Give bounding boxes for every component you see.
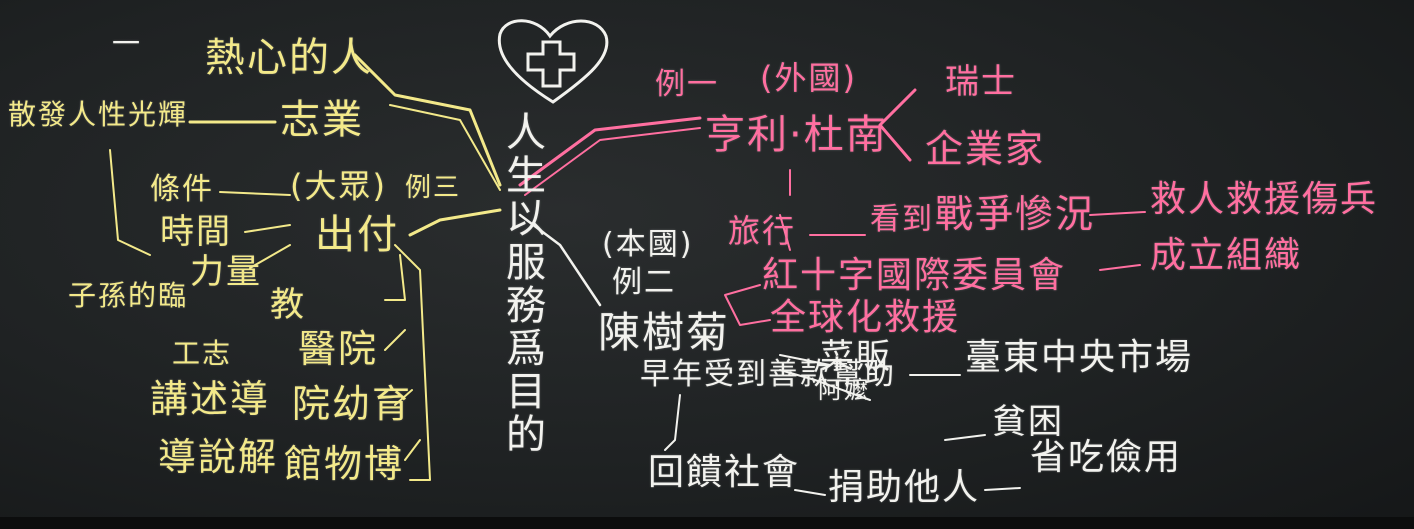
spread-label: 散發人性光輝 <box>8 98 189 131</box>
connector <box>109 149 151 256</box>
connector <box>809 211 1146 271</box>
everyone-label: (大眾) <box>290 167 387 205</box>
condition-item: 時間 <box>160 212 232 252</box>
condition-item: 條件 <box>150 172 214 207</box>
connector <box>408 208 502 237</box>
found-label: 成立組織 <box>1150 235 1303 276</box>
connector <box>664 394 681 451</box>
taiwan-label: (本國) <box>602 227 694 262</box>
teach-label: 教 <box>270 285 306 325</box>
heart-with-cross-icon <box>497 19 609 104</box>
give-label: 出付 <box>315 212 399 258</box>
center-topic: 人生以服務爲目的 <box>506 110 548 459</box>
hospital-label: 醫院 <box>298 327 379 371</box>
swiss-label: 瑞士 <box>945 62 1017 102</box>
poor-label: 貧困 <box>992 402 1064 442</box>
orphanage-label: 院幼育 <box>292 382 413 426</box>
example3-label: 例三 <box>405 173 462 203</box>
example1-label: 例一 <box>655 67 719 102</box>
connector <box>384 254 421 461</box>
connector <box>794 487 1021 496</box>
give-back-label: 回饋社會 <box>648 452 801 493</box>
condition-item: 力量 <box>190 252 262 292</box>
connector <box>394 244 431 481</box>
chalk-ledge <box>0 517 1414 529</box>
chen-label: 陳樹菊 <box>598 308 731 357</box>
connector <box>878 88 917 162</box>
roman-numeral: 一 <box>112 27 143 60</box>
connector <box>518 213 602 307</box>
connector <box>353 53 502 187</box>
connector <box>524 127 701 196</box>
museum-label: 館物博 <box>284 442 405 486</box>
connector <box>518 116 702 187</box>
guide-label: 導說解 <box>158 435 279 479</box>
sell-veg-label: 菜販 <box>820 337 892 377</box>
red-cross-label: 紅十字國際委員會 <box>762 255 1067 296</box>
amei-label: 阿嬤 <box>818 376 870 404</box>
volunteer-label: 工志 <box>172 337 233 370</box>
entrepreneur-label: 企業家 <box>925 127 1046 171</box>
see-label: 看到 <box>870 202 934 237</box>
rescue-label: 救人救援傷兵 <box>1150 179 1379 220</box>
early-life-label: 早年受到善款幫助 <box>640 357 896 392</box>
global-rescue-label: 全球化救援 <box>770 297 961 338</box>
dunant-label: 亨利·杜南 <box>705 112 888 158</box>
connector <box>724 284 771 326</box>
enthusiastic-label: 熱心的人 <box>205 35 373 81</box>
connector <box>219 191 291 269</box>
connector <box>389 104 501 191</box>
market-label: 臺東中央市場 <box>965 337 1194 378</box>
grandchildren-label: 子孫的臨 <box>68 279 189 312</box>
connector <box>779 354 871 401</box>
frugal-label: 省吃儉用 <box>1030 437 1183 478</box>
foreign-label: (外國) <box>760 59 857 97</box>
war-label: 戰爭慘況 <box>935 192 1096 236</box>
connector <box>779 169 791 251</box>
career-label: 志業 <box>280 97 364 143</box>
example2-label: 例二 <box>612 265 676 300</box>
connector <box>944 434 986 441</box>
travel-label: 旅行 <box>728 212 797 250</box>
help-label: 捐助他人 <box>828 467 981 508</box>
lecture-label: 講述導 <box>150 377 271 421</box>
